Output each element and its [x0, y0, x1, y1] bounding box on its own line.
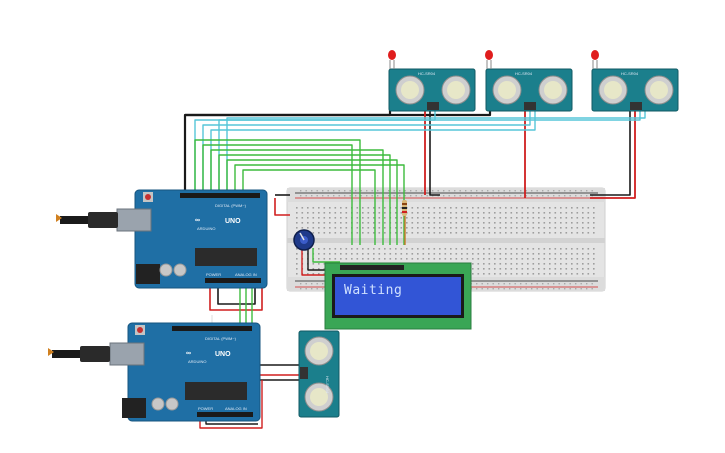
lcd-text: Waiting [344, 283, 402, 298]
resistor[interactable] [402, 200, 407, 216]
arduino-logo-icon: ∞ [186, 350, 191, 357]
lcd-display[interactable]: Waiting [324, 262, 472, 330]
ultrasonic-sensor-1[interactable]: HC-SR04 [388, 68, 476, 112]
led-red-2[interactable] [485, 50, 493, 69]
arduino-brand-label: ARDUINO [188, 359, 206, 364]
lcd-header-pins [340, 265, 404, 270]
potentiometer[interactable] [293, 229, 315, 251]
analog-header-label: ANALOG IN [225, 406, 247, 411]
ultrasonic-sensor-3[interactable]: HC-SR04 [591, 68, 679, 112]
sensor-label: HC-SR04 [418, 71, 436, 76]
usb-port-icon [109, 342, 145, 366]
arduino-model-label: UNO [225, 218, 241, 225]
arduino-model-label: UNO [215, 351, 231, 358]
usb-port-icon [116, 208, 152, 232]
sensor-label: HC-SR04 [325, 376, 330, 394]
arduino-brand-label: ARDUINO [197, 226, 215, 231]
digital-header-label: DIGITAL (PWM~) [215, 203, 247, 208]
arduino-uno-bottom[interactable]: ∞ UNO ARDUINO DIGITAL (PWM~) POWER ANALO… [48, 322, 261, 422]
led-red-1[interactable] [388, 50, 396, 69]
usb-cable-icon[interactable] [80, 346, 110, 362]
ultrasonic-sensor-4[interactable]: HC-SR04 [298, 330, 340, 418]
led-red-3[interactable] [591, 50, 599, 69]
analog-header-label: ANALOG IN [235, 272, 257, 277]
arduino-logo-icon: ∞ [195, 217, 200, 224]
power-header-label: POWER [198, 406, 213, 411]
sensor-label: HC-SR04 [621, 71, 639, 76]
usb-cable-icon[interactable] [88, 212, 118, 228]
digital-header-label: DIGITAL (PWM~) [205, 336, 237, 341]
ultrasonic-sensor-2[interactable]: HC-SR04 [485, 68, 573, 112]
power-header-label: POWER [206, 272, 221, 277]
arduino-uno-top[interactable]: ∞ UNO ARDUINO DIGITAL (PWM~) POWER ANALO… [56, 189, 268, 289]
sensor-label: HC-SR04 [515, 71, 533, 76]
